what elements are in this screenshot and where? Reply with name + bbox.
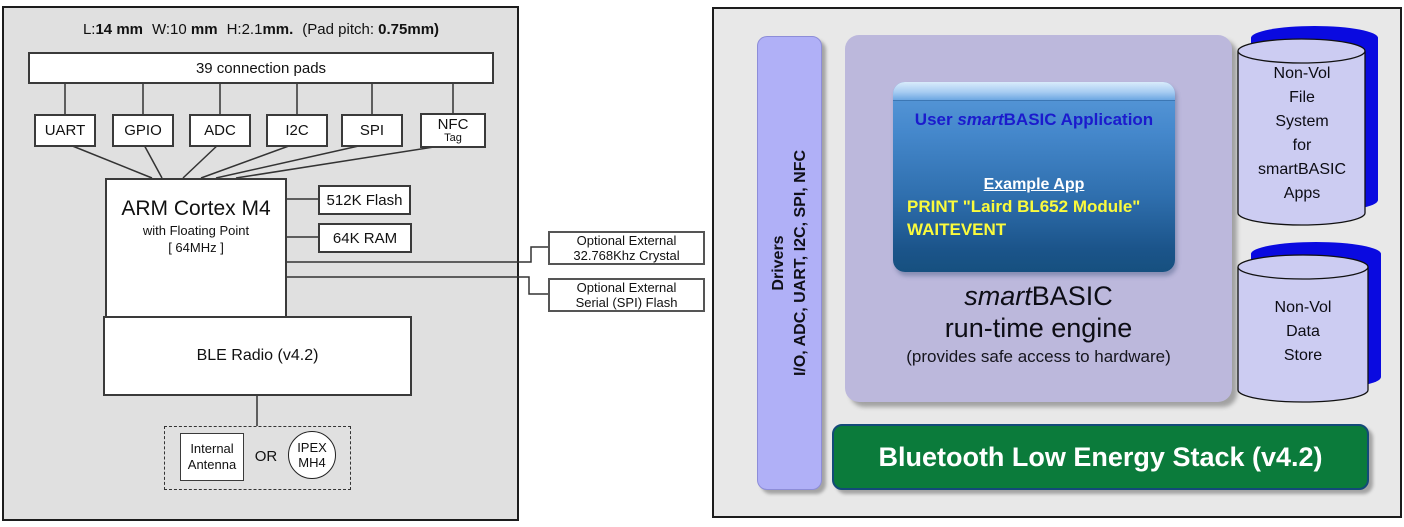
code-line-waitevent: WAITEVENT bbox=[907, 220, 1007, 239]
user-app-box: User smartBASIC Application Example App … bbox=[893, 82, 1175, 272]
cpu-name: ARM Cortex M4 bbox=[121, 197, 271, 220]
app-title-post: BASIC Application bbox=[1003, 110, 1154, 129]
runtime-title: smartBASIC bbox=[845, 281, 1232, 312]
fs-line: for bbox=[1292, 137, 1312, 154]
runtime-title-italic: smart bbox=[964, 281, 1032, 311]
module-dimensions-title: L:14 mm W:10 mm H:2.1mm. (Pad pitch: 0.75mm… bbox=[30, 21, 492, 38]
interface-box-adc: ADC bbox=[189, 114, 251, 147]
fs-line: Apps bbox=[1283, 185, 1321, 202]
ble-radio-box: BLE Radio (v4.2) bbox=[103, 316, 412, 396]
spi-flash-line2: Serial (SPI) Flash bbox=[575, 295, 678, 310]
connection-pads-box: 39 connection pads bbox=[28, 52, 494, 84]
dim-h-value: mm. bbox=[262, 21, 294, 38]
ipex-line2: MH4 bbox=[298, 455, 326, 470]
drivers-list: I/O, ADC, UART, I2C, SPI, NFC bbox=[791, 149, 809, 377]
spi-flash-line1: Optional External bbox=[576, 280, 677, 295]
ipex-connector-circle: IPEX MH4 bbox=[288, 431, 336, 479]
dim-l-value: 14 mm bbox=[95, 21, 143, 38]
example-app-heading: Example App bbox=[983, 176, 1085, 193]
interface-box-gpio: GPIO bbox=[112, 114, 174, 147]
drivers-title: Drivers bbox=[769, 235, 787, 291]
dim-pitch-label: (Pad pitch: bbox=[302, 21, 379, 38]
ds-line: Non-Vol bbox=[1274, 299, 1332, 316]
ds-line: Store bbox=[1283, 347, 1323, 364]
dim-w-value: mm bbox=[190, 21, 218, 38]
dim-l-label: L: bbox=[82, 21, 96, 38]
runtime-subtitle: run-time engine bbox=[944, 313, 1133, 343]
ble-stack-bar: Bluetooth Low Energy Stack (v4.2) bbox=[832, 424, 1369, 490]
crystal-line1: Optional External bbox=[576, 233, 677, 248]
dim-pitch-value: 0.75mm) bbox=[378, 21, 440, 38]
app-box-gloss bbox=[893, 82, 1175, 101]
nfc-tag-label: Tag bbox=[444, 132, 462, 144]
fs-line: System bbox=[1275, 113, 1329, 130]
ram-box: 64K RAM bbox=[318, 223, 412, 253]
app-title-pre: User bbox=[914, 110, 958, 129]
antenna-options-group bbox=[164, 426, 351, 490]
drivers-bar-text: Drivers I/O, ADC, UART, I2C, SPI, NFC bbox=[758, 37, 821, 489]
interface-box-uart: UART bbox=[34, 114, 96, 147]
ipex-line1: IPEX bbox=[297, 440, 327, 455]
external-spi-flash-box: Optional External Serial (SPI) Flash bbox=[548, 278, 705, 312]
cpu-clock: [ 64MHz ] bbox=[168, 240, 224, 255]
runtime-title-rest: BASIC bbox=[1031, 281, 1113, 311]
flash-box: 512K Flash bbox=[318, 185, 411, 215]
dim-h-label: H:2.1 bbox=[226, 21, 263, 38]
internal-antenna-line2: Antenna bbox=[187, 457, 237, 472]
interface-box-spi: SPI bbox=[341, 114, 403, 147]
data-store-cylinder-text: Non-Vol Data Store bbox=[1240, 296, 1366, 368]
code-line-print: PRINT "Laird BL652 Module" bbox=[907, 197, 1141, 216]
internal-antenna-line1: Internal bbox=[190, 441, 234, 456]
interface-box-nfc: NFC Tag bbox=[420, 113, 486, 148]
dim-w-label: W:10 bbox=[152, 21, 191, 38]
runtime-note: (provides safe access to hardware) bbox=[906, 347, 1171, 366]
internal-antenna-box: Internal Antenna bbox=[180, 433, 244, 481]
or-label: OR bbox=[254, 448, 278, 465]
ds-line: Data bbox=[1286, 323, 1320, 340]
external-crystal-box: Optional External 32.768Khz Crystal bbox=[548, 231, 705, 265]
app-title-italic: smart bbox=[957, 110, 1004, 129]
interface-box-i2c: I2C bbox=[266, 114, 328, 147]
drivers-bar: Drivers I/O, ADC, UART, I2C, SPI, NFC bbox=[757, 36, 822, 490]
nfc-label: NFC bbox=[437, 116, 469, 133]
fs-line: smartBASIC bbox=[1257, 161, 1346, 178]
fs-line: File bbox=[1289, 89, 1315, 106]
fs-line: Non-Vol bbox=[1273, 65, 1331, 82]
file-system-cylinder-text: Non-Vol File System for smartBASIC Apps bbox=[1240, 62, 1364, 206]
app-box-title: User smartBASIC Application bbox=[893, 110, 1175, 130]
example-app-code: PRINT "Laird BL652 Module" WAITEVENT bbox=[907, 195, 1140, 241]
cpu-floating-point: with Floating Point bbox=[142, 223, 250, 238]
cpu-box: ARM Cortex M4 with Floating Point [ 64MH… bbox=[105, 178, 287, 318]
crystal-line2: 32.768Khz Crystal bbox=[573, 248, 680, 263]
